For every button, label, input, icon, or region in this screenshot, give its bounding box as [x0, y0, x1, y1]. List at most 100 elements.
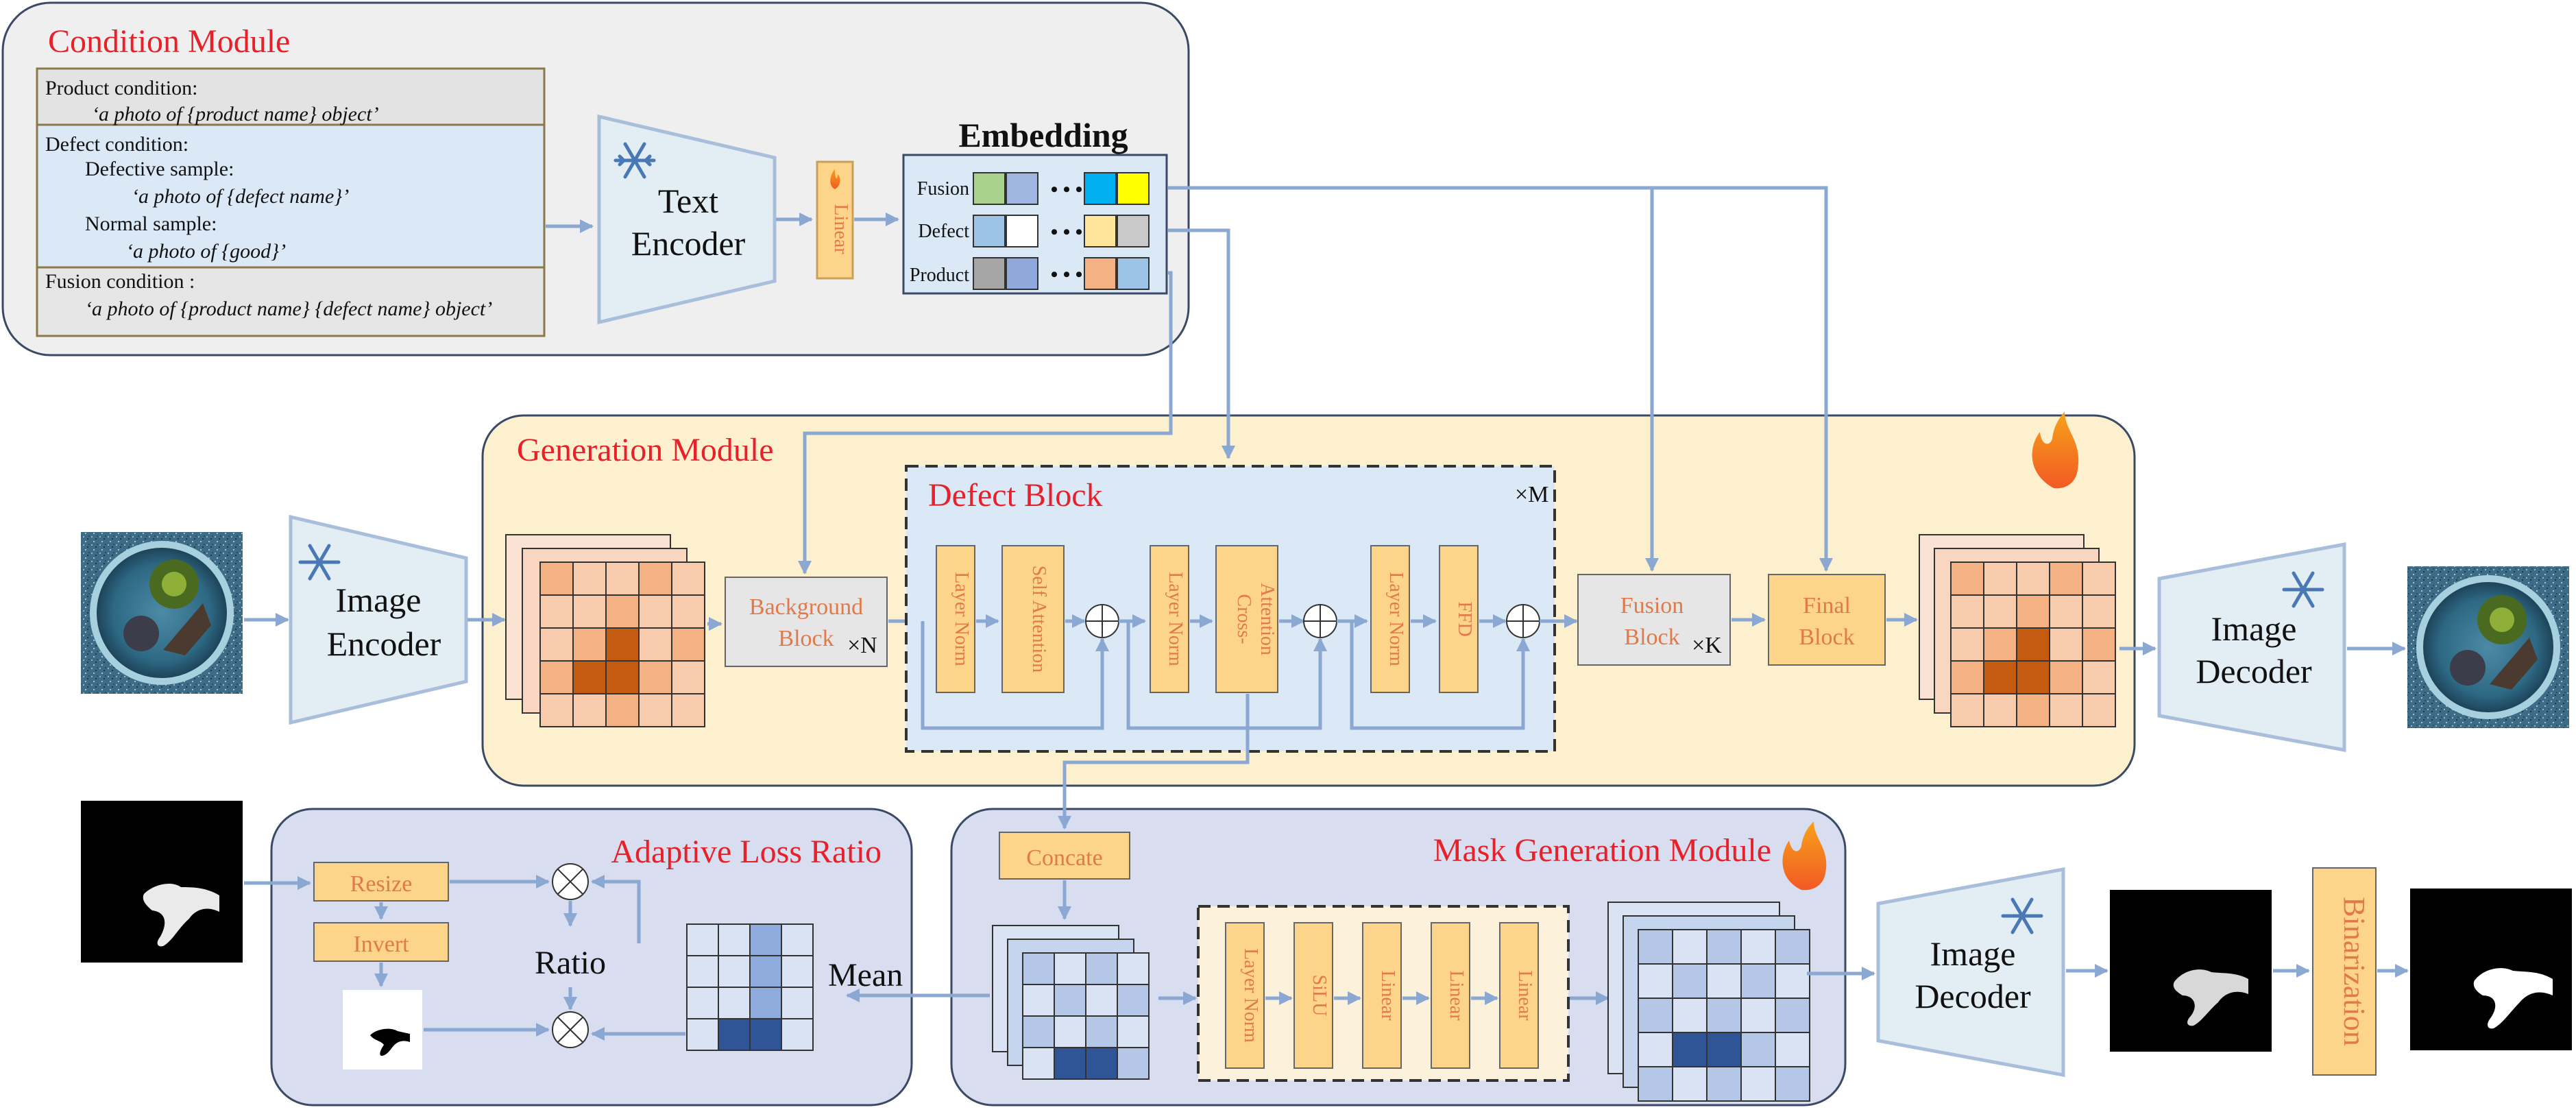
grid-cell [539, 693, 574, 727]
grid-cell [2082, 561, 2116, 596]
grid-cell [1022, 1015, 1055, 1048]
grid-cell [1740, 1032, 1776, 1067]
text-encoder-line2: Encoder [631, 224, 746, 263]
defect-block-title: Defect Block [928, 477, 1103, 513]
product-condition-prompt: ‘a photo of {product name} object’ [92, 103, 379, 125]
grid-cell [1983, 693, 2017, 727]
mlp-layer-box [1362, 922, 1402, 1069]
embedding-dots-defect: • • • [1051, 221, 1083, 243]
multiply-top [552, 863, 589, 900]
grid-cell [2082, 660, 2116, 694]
grid-cell [1054, 984, 1086, 1017]
mlp-layer-box [1431, 922, 1470, 1069]
defect-condition-label: Defect condition: [45, 133, 189, 156]
grid-cell [1983, 660, 2017, 694]
grid-cell [539, 627, 574, 662]
grid-cell [605, 561, 640, 596]
condition-module-title: Condition Module [48, 23, 290, 60]
mlp-layer-box [1293, 922, 1333, 1069]
grid-cell [1740, 1066, 1776, 1102]
mlp-layer-label: Layer Norm [1240, 948, 1261, 1043]
fusion-repeat: ×K [1692, 633, 1722, 658]
grid-cell [1022, 1047, 1055, 1080]
flame-icon [2032, 411, 2079, 489]
grid-cell [671, 561, 705, 596]
grid-cell [718, 955, 751, 988]
grid-cell [686, 923, 719, 956]
grid-cell [638, 594, 672, 629]
image-decoder-bottom-line1: Image [1930, 934, 2016, 973]
mlp-layer-box [1225, 922, 1265, 1069]
grid-cell [2016, 660, 2050, 694]
binarization-block: Binarization [2312, 867, 2377, 1076]
embedding-row-product: Product [910, 265, 969, 286]
image-decoder-top: Image Decoder [2157, 542, 2346, 753]
mlp-layer-box [1499, 922, 1539, 1069]
flame-icon [830, 169, 840, 189]
normal-sample-label: Normal sample: [85, 213, 217, 235]
grid-cell [1054, 1015, 1086, 1048]
grid-cell [1740, 963, 1776, 999]
grid-cell [1022, 984, 1055, 1017]
final-block: Final Block [1768, 574, 1886, 666]
grid-cell [539, 660, 574, 694]
grid-cell [1740, 929, 1776, 965]
grid-cell [1085, 1047, 1118, 1080]
grid-cell [572, 561, 607, 596]
grid-cell [1775, 929, 1810, 965]
concate-block: Concate [1026, 845, 1102, 871]
grid-cell [1117, 984, 1150, 1017]
grid-cell [539, 561, 574, 596]
embedding: Embedding Fusion Defect Product • • • • … [902, 116, 1168, 295]
grid-cell [1117, 1015, 1150, 1048]
grid-cell [1638, 963, 1673, 999]
grid-cell [572, 660, 607, 694]
grid-cell [2016, 693, 2050, 727]
mlp-layer-label: Linear [1377, 970, 1398, 1021]
grid-cell [1054, 952, 1086, 985]
grid-cell [1085, 984, 1118, 1017]
grid-cell [638, 660, 672, 694]
grid-cell [1950, 561, 1984, 596]
grid-cell [1983, 561, 2017, 596]
final-block-line1: Final [1803, 593, 1851, 618]
grid-cell [1672, 963, 1708, 999]
snowflake-icon [298, 544, 341, 581]
product-condition-label: Product condition: [45, 77, 197, 99]
defect-block-repeat: ×M [1515, 482, 1548, 507]
grid-cell [1117, 952, 1150, 985]
grid-cell [1022, 952, 1055, 985]
mask-generation-title: Mask Generation Module [1433, 832, 1771, 869]
multiply-bottom [552, 1011, 589, 1048]
grid-cell [718, 1018, 751, 1051]
grid-cell [781, 1018, 814, 1051]
grid-cell [605, 660, 640, 694]
grid-cell [1950, 660, 1984, 694]
mean-label: Mean [828, 957, 903, 993]
grid-cell [671, 693, 705, 727]
grid-cell [638, 627, 672, 662]
grid-cell [1706, 963, 1742, 999]
grid-cell [2016, 561, 2050, 596]
invert-block: Invert [353, 932, 409, 957]
defect-layer-norm-1: Layer Norm [951, 572, 972, 666]
grid-cell [1706, 998, 1742, 1033]
ratio-label: Ratio [535, 945, 606, 981]
grid-cell [2082, 627, 2116, 662]
grid-cell [2049, 594, 2083, 629]
final-block-line2: Block [1799, 625, 1854, 650]
grid-cell [686, 987, 719, 1019]
mask-generation-module: Mask Generation Module Concate Layer Nor… [846, 808, 1875, 1107]
grid-cell [2049, 693, 2083, 727]
background-block: Background Block ×N [725, 577, 888, 667]
grid-cell [1950, 627, 1984, 662]
text-encoder: Text Encoder [597, 114, 777, 325]
grid-cell [638, 693, 672, 727]
adaptive-loss-title: Adaptive Loss Ratio [611, 834, 882, 870]
output-image [2407, 566, 2569, 728]
background-repeat: ×N [847, 633, 877, 658]
ffd: FFD [1454, 601, 1475, 636]
image-encoder-line1: Image [336, 581, 422, 619]
input-image [81, 532, 243, 694]
grid-cell [1054, 1047, 1086, 1080]
